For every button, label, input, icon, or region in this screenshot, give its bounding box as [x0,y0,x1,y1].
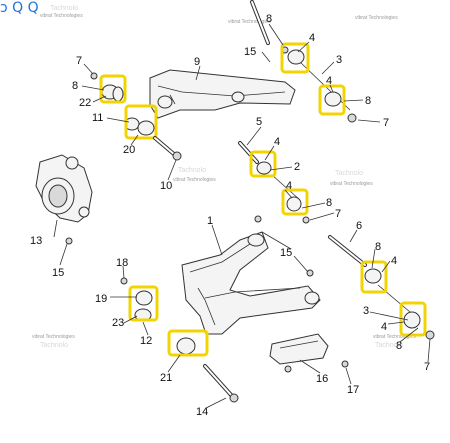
callout-8: 8 [396,340,402,352]
callout-4: 4 [274,136,280,148]
watermark-faint: Tachnolo [335,170,363,177]
callout-1: 1 [207,215,213,227]
left-bushings [90,72,182,161]
callout-3: 3 [336,54,342,66]
callout-4: 4 [286,180,292,192]
watermark-text: vibrat Technologies [32,334,75,340]
watermark-faint: Tachnolo [40,342,68,349]
middle-bolt-assembly [238,141,310,224]
callout-4: 4 [326,75,332,87]
watermark-text: vibrat Technologies [373,334,416,340]
watermark-text: vibrat Technologies [330,181,373,187]
callout-12: 12 [140,335,152,347]
callout-14: 14 [196,406,208,418]
callout-4: 4 [381,321,387,333]
callout-23: 23 [112,317,124,329]
watermark-faint: Tachnolo [178,167,206,174]
callout-labels: 8 4 3 4 8 7 15 9 7 8 22 11 20 10 5 4 2 4… [30,13,430,418]
callout-7: 7 [383,117,389,129]
watermark-text: vibrat Technologies [355,15,398,21]
callout-4: 4 [391,255,397,267]
callout-6: 6 [356,220,362,232]
callout-15: 15 [244,46,256,58]
callout-8: 8 [365,95,371,107]
upper-control-arm [149,69,296,119]
lower-left-bushings [120,277,239,403]
callout-18: 18 [116,257,128,269]
callout-15: 15 [52,267,64,279]
top-bolt-assembly [250,0,357,123]
callout-13: 13 [30,235,42,247]
callout-20: 20 [123,144,135,156]
callout-10: 10 [160,180,172,192]
watermark-faint: Tachnolo [50,5,78,12]
watermark-faint: Tachnolo [375,342,403,349]
callout-4: 4 [309,32,315,44]
watermark-text: vibrat Technologies [173,177,216,183]
callout-8: 8 [72,80,78,92]
callout-3: 3 [363,305,369,317]
skid-cover [269,333,349,373]
watermark-text: vibrat Technologies [228,19,271,25]
callout-8: 8 [326,197,332,209]
callout-7: 7 [76,55,82,67]
callout-7: 7 [424,361,430,373]
callout-19: 19 [95,293,107,305]
callout-21: 21 [160,372,172,384]
right-bolt-assembly [328,235,435,340]
callout-8: 8 [266,13,272,25]
callout-16: 16 [316,373,328,385]
callout-8: 8 [375,241,381,253]
leader-lines [53,23,431,409]
lower-a-arm [181,215,321,335]
watermark-text: vibrat Technologies [40,13,83,19]
callout-17: 17 [347,384,359,396]
callout-9: 9 [194,56,200,68]
callout-15: 15 [280,247,292,259]
knuckle [35,154,93,245]
callout-22: 22 [79,97,91,109]
callout-11: 11 [92,112,103,124]
callout-5: 5 [256,116,262,128]
toolbar-icons[interactable]: ɔ Q Q [0,0,39,16]
callout-7: 7 [335,208,341,220]
callout-2: 2 [294,161,300,173]
